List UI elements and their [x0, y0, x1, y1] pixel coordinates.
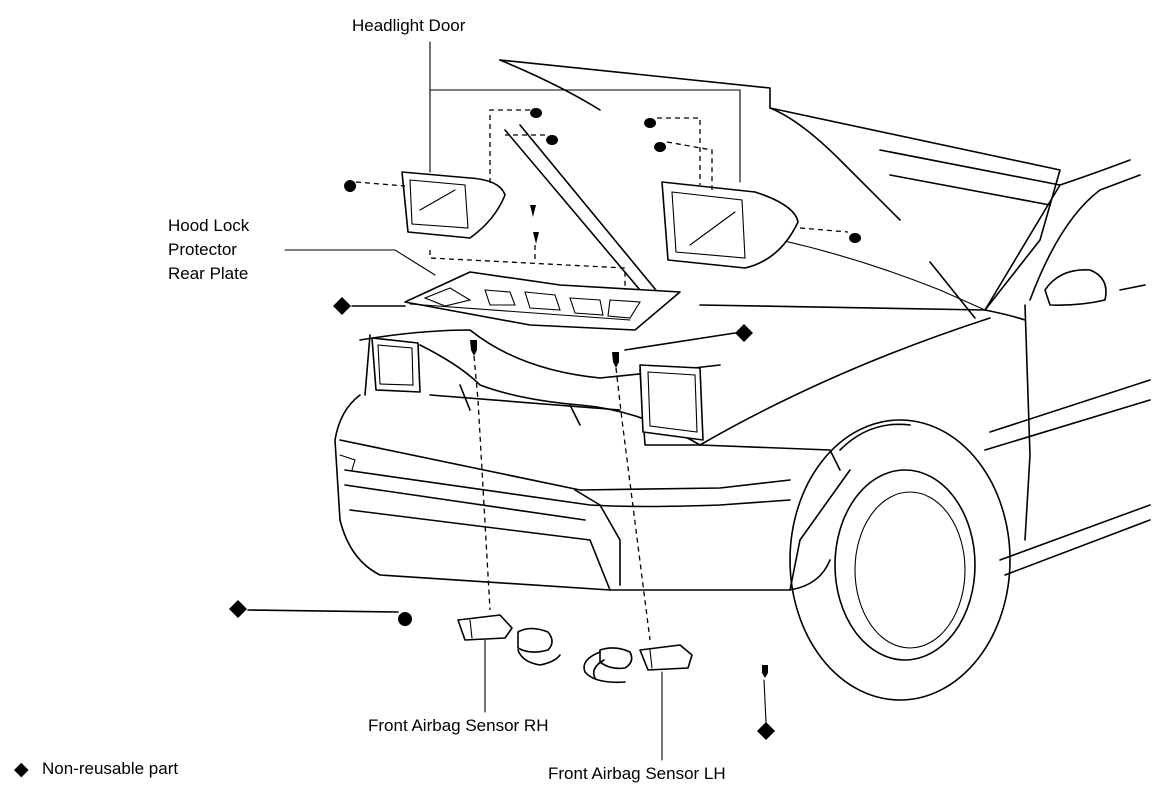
legend-text: Non-reusable part — [42, 759, 178, 778]
legend-diamond-icon: ◆ — [14, 759, 29, 780]
label-hood-lock-3: Rear Plate — [168, 264, 248, 283]
label-headlight-door: Headlight Door — [352, 16, 466, 35]
dash-to-sensor-lh — [615, 367, 651, 641]
front-wheel — [789, 419, 1011, 701]
headlight-left-closed — [639, 364, 704, 441]
headlight-door-rh — [401, 171, 506, 239]
front-airbag-sensor-lh — [583, 644, 693, 684]
bumper-clips — [398, 612, 768, 678]
headlight-door-screws — [344, 108, 862, 243]
dash-to-sensor-rh — [473, 355, 491, 611]
non-reusable-markers — [229, 297, 775, 740]
hood — [499, 59, 1061, 319]
hood-lock-leader — [284, 249, 436, 276]
label-hood-lock-1: Hood Lock — [168, 216, 250, 235]
headlight-right-closed — [371, 337, 421, 393]
front-airbag-sensor-rh — [457, 614, 561, 666]
plate-clips — [429, 205, 626, 290]
legend: ◆ Non-reusable part — [14, 759, 178, 780]
sensor-bolts — [470, 340, 619, 368]
headlight-door-leader — [429, 41, 741, 183]
label-sensor-lh: Front Airbag Sensor LH — [548, 764, 726, 783]
headlight-door-lh — [661, 181, 799, 269]
hood-lock-protector-rear-plate — [404, 271, 681, 331]
label-hood-lock-2: Protector — [168, 240, 237, 259]
label-sensor-rh: Front Airbag Sensor RH — [368, 716, 548, 735]
